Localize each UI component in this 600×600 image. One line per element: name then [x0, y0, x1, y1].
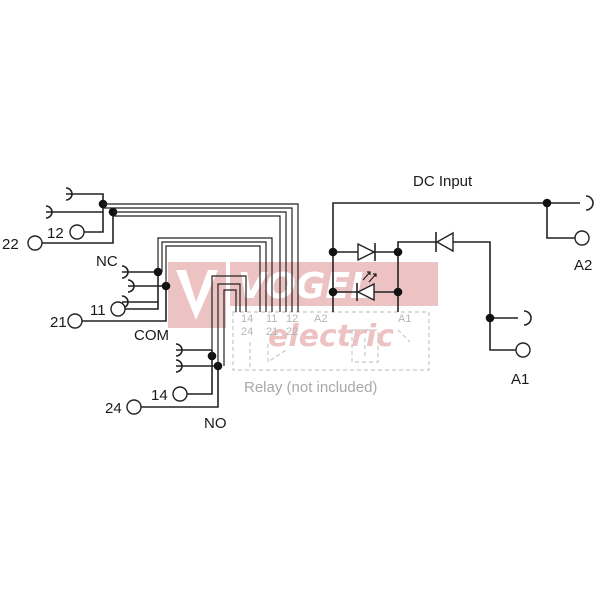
spring-clip-a2 — [547, 195, 594, 211]
label-12: 12 — [47, 225, 64, 242]
spring-clip-nc — [121, 265, 158, 279]
relay-pin-a2: A2 — [314, 313, 327, 325]
vogel-watermark-logo: VOGEL electric — [168, 262, 438, 354]
label-14: 14 — [151, 387, 168, 404]
watermark-sub: electric — [268, 319, 394, 354]
watermark-brand: VOGEL — [238, 266, 373, 307]
terminal-24 — [126, 399, 142, 415]
spring-clip-11 — [127, 279, 166, 293]
terminal-12 — [69, 224, 85, 240]
diode-protection — [435, 231, 454, 253]
relay-pin-a1: A1 — [398, 313, 411, 325]
relay-pin-22: 22 — [286, 326, 298, 338]
spring-clip-22 — [65, 187, 104, 204]
terminal-14 — [172, 386, 188, 402]
relay-pin-21: 21 — [266, 326, 278, 338]
dc-input-section: DC Input A2 A1 — [328, 173, 594, 388]
label-nc: NC — [96, 253, 118, 270]
terminal-a2 — [574, 230, 590, 246]
spring-clip-a1 — [490, 310, 532, 326]
relay-pin-24: 24 — [241, 326, 253, 338]
terminal-22 — [27, 235, 43, 251]
contact-group-11-21: NC 11 21 COM — [50, 253, 171, 344]
relay-caption: Relay (not included) — [244, 379, 377, 396]
relay-pin-11: 11 — [266, 313, 277, 325]
terminal-11 — [110, 301, 126, 317]
led-indicator — [356, 271, 377, 302]
label-a2: A2 — [574, 257, 592, 274]
spring-clip-no-a — [175, 343, 212, 357]
label-dc-input: DC Input — [413, 173, 473, 190]
terminal-21 — [67, 313, 83, 329]
label-22: 22 — [2, 236, 19, 253]
label-24: 24 — [105, 400, 122, 417]
relay-pin-12: 12 — [286, 313, 298, 325]
diode-upper — [357, 242, 376, 262]
spring-clip-no-b — [175, 359, 218, 373]
spring-clip-12 — [45, 205, 103, 219]
relay-outline: 14 11 12 A2 A1 24 21 22 Relay (not inclu… — [232, 311, 430, 396]
label-11: 11 — [90, 302, 106, 319]
label-no: NO — [204, 415, 227, 432]
relay-pin-14: 14 — [241, 313, 253, 325]
label-21: 21 — [50, 314, 67, 331]
label-a1: A1 — [511, 371, 529, 388]
terminal-a1 — [515, 342, 531, 358]
label-com: COM — [134, 327, 169, 344]
contact-group-22-12: 12 22 — [2, 187, 118, 253]
contact-group-14-24: 14 24 NO — [105, 343, 227, 432]
